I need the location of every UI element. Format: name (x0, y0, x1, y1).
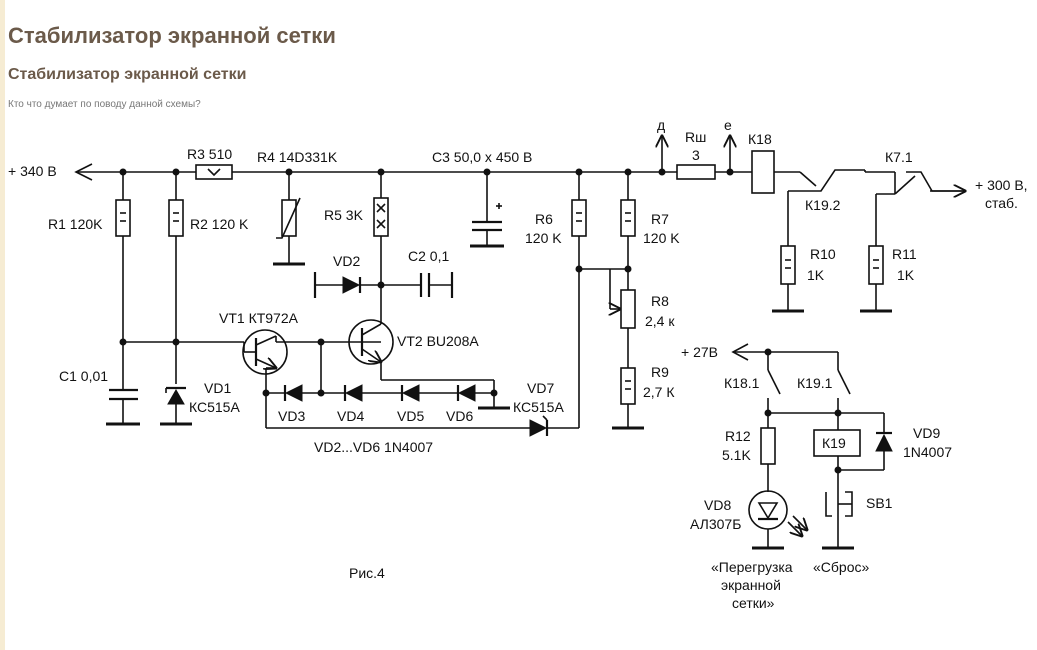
vd7-type-label: КС515А (513, 399, 564, 415)
r9-label: R9 (651, 364, 669, 380)
r9-value: 2,7 К (643, 384, 675, 400)
overload-label-line2: экранной (721, 577, 781, 593)
output-voltage-label: + 300 В, (975, 177, 1028, 193)
r1-label: R1 120K (48, 216, 103, 232)
vd1-type-label: КС515А (189, 399, 240, 415)
r2-resistor (168, 172, 184, 384)
k19-1-label: К19.1 (797, 375, 833, 391)
k7-1-label: К7.1 (885, 149, 913, 165)
r8-value: 2,4 к (645, 313, 675, 329)
point-d-label: д (657, 117, 665, 133)
overload-label-line1: «Перегрузка (711, 559, 793, 575)
rsh-label: Rш (685, 129, 706, 145)
r11-value: 1K (897, 267, 915, 283)
rsh-value: 3 (692, 147, 700, 163)
vt2-transistor (348, 319, 510, 410)
vt1-label: VT1 КТ972А (219, 310, 299, 326)
r1-resistor (115, 172, 131, 390)
c1-capacitor (106, 388, 140, 426)
vd3-label: VD3 (278, 408, 305, 424)
k19-label: К19 (822, 435, 846, 451)
r10-resistor (772, 245, 804, 313)
r11-resistor (860, 245, 892, 313)
vd4-label: VD4 (337, 408, 364, 424)
r6-value: 120 K (525, 230, 562, 246)
vd8-type-label: АЛ307Б (690, 516, 741, 532)
point-e-label: е (724, 117, 732, 133)
k19-1-contact (768, 369, 885, 433)
vd1-zener (160, 386, 192, 426)
k18-1-label: К18.1 (724, 375, 760, 391)
k19-relay-coil (813, 429, 884, 492)
vd8-led (748, 490, 807, 550)
overload-label-line3: сетки» (732, 595, 775, 611)
r3-label: R3 510 (187, 146, 232, 162)
rsh-shunt (676, 164, 716, 180)
vt1-transistor (242, 329, 381, 428)
r2-label: R2 120 K (190, 216, 249, 232)
r4-varistor (273, 172, 305, 266)
r9-resistor (612, 367, 644, 430)
page-title: Стабилизатор экранной сетки (8, 23, 336, 48)
r6-resistor (571, 172, 628, 273)
r7-value: 120 K (643, 230, 680, 246)
post-title: Стабилизатор экранной сетки (8, 66, 247, 83)
vt2-label: VT2 BU208A (397, 333, 479, 349)
sb1-label: SB1 (866, 495, 893, 511)
sb1-button (822, 491, 854, 550)
main-rail (74, 163, 752, 181)
r8-label: R8 (651, 293, 669, 309)
c3-capacitor (470, 172, 504, 248)
r12-resistor (760, 427, 776, 492)
vd9-diode (875, 431, 893, 470)
diode-chain (262, 342, 498, 402)
k18-1-contact (764, 369, 781, 428)
k19-2-contact (787, 169, 895, 246)
r4-label: R4 14D331K (257, 149, 338, 165)
k18-relay-coil (751, 150, 800, 194)
k7-1-contact (875, 171, 965, 246)
r11-label: R11 (892, 246, 917, 262)
vd1-label: VD1 (204, 380, 231, 396)
vd7-zener (266, 269, 580, 437)
input-voltage-label: + 340 В (8, 163, 57, 179)
vd5-label: VD5 (397, 408, 424, 424)
supply-27v-rail (731, 343, 839, 370)
c1-label: C1 0,01 (59, 368, 108, 384)
diode-note: VD2...VD6 1N4007 (314, 439, 433, 455)
vd9-label: VD9 (913, 425, 940, 441)
supply-27v-label: + 27В (681, 344, 718, 360)
vd2-diode (313, 272, 381, 298)
c2-capacitor (381, 272, 454, 298)
r8-potentiometer (610, 269, 636, 368)
vd2-label: VD2 (333, 253, 360, 269)
post-question: Кто что думает по поводу данной схемы? (8, 99, 201, 110)
c2-label: C2 0,1 (408, 248, 449, 264)
vd8-label: VD8 (704, 497, 731, 513)
vd9-type-label: 1N4007 (903, 444, 952, 460)
figure-caption: Рис.4 (349, 565, 385, 581)
k18-label: К18 (748, 131, 772, 147)
r12-value: 5.1K (722, 447, 751, 463)
r7-label: R7 (651, 211, 669, 227)
r12-label: R12 (725, 428, 751, 444)
vd6-label: VD6 (446, 408, 473, 424)
output-stab-label: стаб. (985, 195, 1018, 211)
r10-value: 1K (807, 267, 825, 283)
r6-label: R6 (535, 211, 553, 227)
r5-resistor (373, 172, 389, 322)
r7-resistor (620, 172, 636, 290)
r10-label: R10 (810, 246, 836, 262)
r3-resistor (195, 164, 233, 180)
r5-label: R5 3K (324, 207, 364, 223)
k19-2-label: К19.2 (805, 197, 841, 213)
page-edge-strip (0, 0, 5, 650)
reset-label: «Сброс» (813, 559, 869, 575)
c3-label: C3 50,0 х 450 В (432, 149, 532, 165)
vd7-label: VD7 (527, 380, 554, 396)
